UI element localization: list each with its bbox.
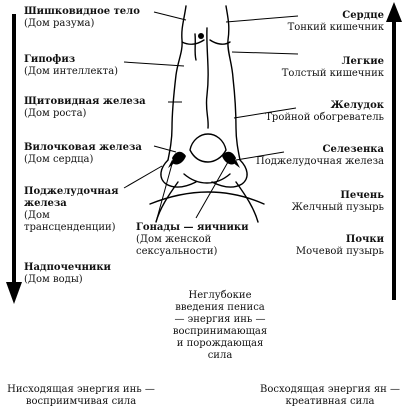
right-connector-lines xyxy=(225,15,299,161)
organ-pair: Толстый кишечник xyxy=(281,68,384,79)
penetration-caption: Неглубокие введения пениса — энергия инь… xyxy=(172,290,268,361)
gland-adrenals: Надпочечники (Дом воды) xyxy=(24,262,111,286)
right-ascending-arrow xyxy=(386,2,402,300)
organ-kidneys: Почки Мочевой пузырь xyxy=(296,234,384,258)
organ-heart: Сердце Тонкий кишечник xyxy=(288,10,384,34)
gonads-label: Гонады — яичники (Дом женской сексуально… xyxy=(136,222,262,258)
organ-liver: Печень Желчный пузырь xyxy=(292,190,384,214)
organ-stomach: Желудок Тройной обогреватель xyxy=(265,100,384,124)
gonad-connector-lines xyxy=(155,161,229,223)
yin-caption: Нисходящая энергия инь — восприимчивая с… xyxy=(7,384,155,407)
gland-thyroid: Щитовидная железа (Дом роста) xyxy=(24,96,146,120)
ovary-right xyxy=(222,151,240,168)
heart-dot xyxy=(198,33,204,39)
organ-pair: Желчный пузырь xyxy=(291,202,384,213)
organ-pair: Тонкий кишечник xyxy=(287,22,384,33)
organ-lungs: Легкие Толстый кишечник xyxy=(282,56,384,80)
organ-name: Легкие xyxy=(341,56,384,67)
gland-name: Шишковидное тело xyxy=(24,6,140,17)
organ-name: Почки xyxy=(345,234,384,245)
gland-pituitary: Гипофиз (Дом интеллекта) xyxy=(24,54,118,78)
gland-note: (Дом воды) xyxy=(24,274,83,285)
gland-note: (Дом разума) xyxy=(24,18,95,29)
organ-name: Желудок xyxy=(330,100,385,111)
organ-name: Сердце xyxy=(342,10,384,21)
organ-name: Печень xyxy=(340,190,384,201)
organ-name: Селезенка xyxy=(322,144,385,155)
left-descending-arrow xyxy=(6,14,22,304)
gland-note: (Дом трансценденции) xyxy=(24,210,116,233)
gland-pancreas: Поджелудочная железа (Дом трансценденции… xyxy=(24,186,124,234)
gland-pineal: Шишковидное тело (Дом разума) xyxy=(24,6,140,30)
gland-name: Вилочковая железа xyxy=(24,142,142,153)
organ-pair: Мочевой пузырь xyxy=(295,246,384,257)
gland-name: Надпочечники xyxy=(24,262,111,273)
gland-name: Щитовидная железа xyxy=(24,96,146,107)
organ-pair: Тройной обогреватель xyxy=(265,112,384,123)
gland-name: Гипофиз xyxy=(24,54,76,65)
gland-note: (Дом сердца) xyxy=(24,154,94,165)
gonads-name: Гонады — яичники xyxy=(136,222,249,233)
gland-note: (Дом интеллекта) xyxy=(24,66,119,77)
organ-spleen: Селезенка Поджелудочная железа xyxy=(256,144,384,168)
left-connector-lines xyxy=(123,11,187,189)
ovary-left xyxy=(168,151,186,168)
yang-caption: Восходящая энергия ян — креативная сила xyxy=(260,384,400,407)
gland-thymus: Вилочковая железа (Дом сердца) xyxy=(24,142,142,166)
body-outline xyxy=(149,5,265,223)
gland-name: Поджелудочная железа xyxy=(24,186,119,209)
gonads-note: (Дом женской сексуальности) xyxy=(136,234,218,257)
organ-pair: Поджелудочная железа xyxy=(256,156,384,167)
gland-note: (Дом роста) xyxy=(24,108,87,119)
